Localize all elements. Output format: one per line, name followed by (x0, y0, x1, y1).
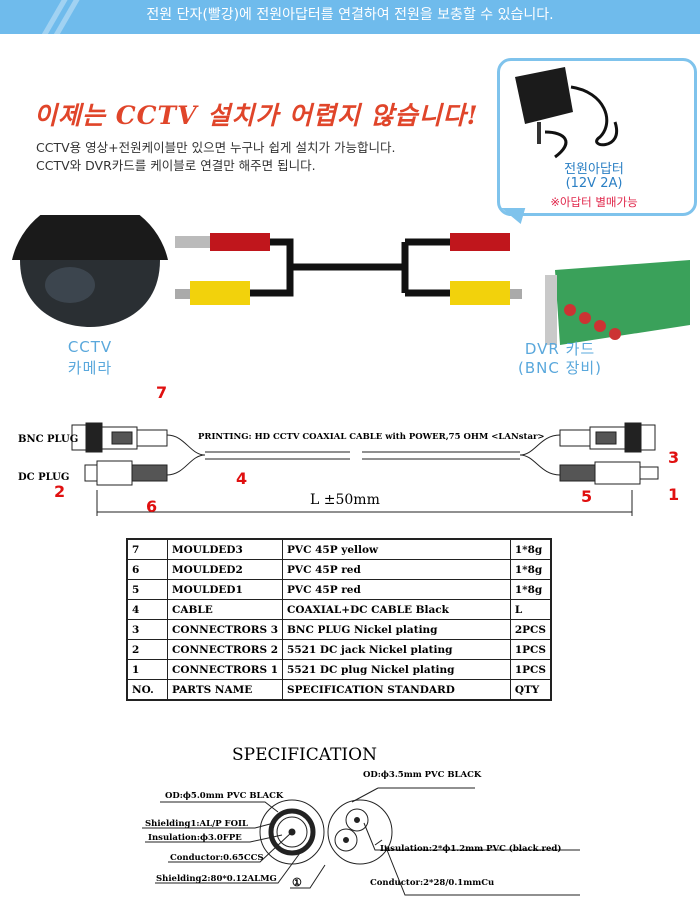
table-cell: CONNECTRORS 1 (167, 659, 284, 680)
table-cell: L (509, 599, 552, 620)
table-cell: NO. (126, 679, 169, 701)
coax-insulation: Insulation:ϕ3.0FPE (148, 833, 242, 843)
intro-line: CCTV용 영상+전원케이블만 있으면 누구나 쉽게 설치가 가능합니다. (36, 140, 396, 155)
table-cell: MOULDED2 (167, 559, 284, 580)
table-cell: 1PCS (509, 639, 552, 660)
coax-od: OD:ϕ5.0mm PVC BLACK (165, 791, 284, 801)
table-cell: PVC 45P yellow (282, 538, 511, 560)
dc-insulation: Insulation:2*ϕ1.2mm PVC (black.red) (380, 843, 561, 854)
callout-7: 7 (156, 383, 167, 402)
coax-conductor: Conductor:0.65CCS (170, 853, 264, 863)
callout-6: 6 (146, 497, 157, 516)
table-cell: MOULDED3 (167, 538, 284, 560)
spec-title: SPECIFICATION (232, 745, 377, 765)
table-cell: 1*8g (509, 579, 552, 600)
table-cell: 3 (126, 619, 169, 640)
table-cell: COAXIAL+DC CABLE Black (282, 599, 511, 620)
bnc-plug-label: BNC PLUG (18, 434, 78, 445)
table-cell: 5521 DC jack Nickel plating (282, 639, 511, 660)
power-adapter-icon (515, 67, 619, 159)
dc-plug-label: DC PLUG (18, 472, 69, 483)
cable-drawing: BNC PLUG DC PLUG PRINTING: HD CCTV COAXI… (18, 383, 679, 516)
table-cell: PARTS NAME (167, 679, 284, 701)
cctv-label: CCTV (67, 338, 113, 356)
top-banner: 전원 단자(빨강)에 전원아답터를 연결하여 전원을 보충할 수 있습니다. (0, 0, 700, 50)
callout-5: 5 (581, 487, 592, 506)
table-cell: 6 (126, 559, 169, 580)
camera-label: 카메라 (67, 359, 113, 377)
table-cell: 4 (126, 599, 169, 620)
table-cell: 5521 DC plug Nickel plating (282, 659, 511, 680)
table-cell: MOULDED1 (167, 579, 284, 600)
table-cell: 1PCS (509, 659, 552, 680)
intro-line: CCTV와 DVR카드를 케이블로 연결만 해주면 됩니다. (36, 158, 316, 173)
table-cell: 7 (126, 538, 169, 560)
table-cell: 1*8g (509, 559, 552, 580)
dc-conductor: Conductor:2*28/0.1mmCu (370, 878, 494, 888)
table-cell: BNC PLUG Nickel plating (282, 619, 511, 640)
table-cell: CONNECTRORS 2 (167, 639, 284, 660)
dvr-card-label: DVR 카드 (524, 340, 596, 358)
table-cell: QTY (509, 679, 552, 701)
table-cell: 2 (126, 639, 169, 660)
adapter-spec: (12V 2A) (565, 176, 623, 191)
callout-3: 3 (668, 448, 679, 467)
callout-2: 2 (54, 482, 65, 501)
coax-shielding1: Shielding1:AL/P FOIL (145, 819, 248, 829)
coax-shielding2: Shielding2:80*0.12ALMG (156, 874, 277, 884)
dvr-card-icon (545, 260, 690, 345)
table-cell: 1*8g (509, 538, 552, 560)
dc-od: OD:ϕ3.5mm PVC BLACK (363, 770, 482, 780)
printing-text: PRINTING: HD CCTV COAXIAL CABLE with POW… (198, 432, 545, 442)
table-cell: 2PCS (509, 619, 552, 640)
product-illustration (12, 215, 690, 345)
length-label: L ±50mm (310, 492, 380, 508)
adapter-name: 전원아답터 (564, 162, 624, 177)
callout-1: 1 (668, 485, 679, 504)
cable-assembly-icon (175, 233, 522, 305)
table-cell: CABLE (167, 599, 284, 620)
table-cell: CONNECTRORS 3 (167, 619, 284, 640)
table-cell: PVC 45P red (282, 579, 511, 600)
banner-text: 전원 단자(빨강)에 전원아답터를 연결하여 전원을 보충할 수 있습니다. (146, 7, 554, 23)
table-cell: 1 (126, 659, 169, 680)
table-cell: 5 (126, 579, 169, 600)
marker-1: ① (292, 876, 302, 889)
cctv-dome-camera-icon (12, 215, 168, 327)
table-cell: PVC 45P red (282, 559, 511, 580)
headline: 이제는 CCTV 설치가 어렵지 않습니다! (34, 101, 479, 130)
cable-cross-section: SPECIFICATION OD:ϕ5.0mm PVC BLACK Shield… (142, 745, 580, 896)
bnc-device-label: (BNC 장비) (517, 359, 603, 377)
adapter-note: ※아답터 별매가능 (550, 195, 638, 209)
callout-4: 4 (236, 469, 247, 488)
table-cell: SPECIFICATION STANDARD (282, 679, 511, 701)
